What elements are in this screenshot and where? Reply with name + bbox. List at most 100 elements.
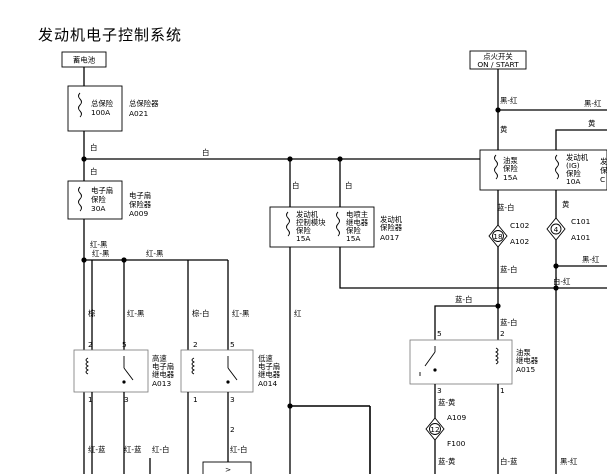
fan-fuse-block: 电子扇 保险 30A 电子扇 保险器 A009: [67, 180, 152, 220]
relay-a014: 2 5 低速 电子扇 继电器 A014 1 3: [180, 340, 281, 404]
battery-label: 蓄电池: [73, 56, 96, 65]
wire-label-blue-white-4: 蓝-白: [500, 318, 517, 327]
c102-pin: 18: [493, 232, 503, 241]
a017-box-2: 保险器: [380, 223, 403, 232]
wire-label-yellow-1: 黄: [500, 125, 507, 134]
fan-fuse-name-2: 保险: [91, 195, 106, 204]
pin-label: 2: [88, 340, 93, 349]
relay-fuse-rating: 15A: [346, 234, 360, 243]
pin-label: 2: [193, 340, 198, 349]
coil-icon: [494, 347, 499, 365]
relay-a014-code: A014: [258, 379, 277, 388]
fuse-icon: [78, 92, 82, 118]
wire-label-red-black-3: 红-黑: [146, 249, 164, 258]
wire-label-black-red-1: 黑-红: [500, 96, 518, 105]
coil-icon: [85, 357, 90, 375]
wire-label-yellow-3: 黄: [562, 200, 569, 209]
a102-label: A102: [510, 237, 529, 246]
pin-label: 1: [500, 386, 505, 395]
relay-a015: 5 2 油泵 继电器 A015 3 1: [409, 329, 539, 395]
relay-a014-name-2: 电子扇: [258, 362, 280, 371]
pin-label: 5: [230, 340, 235, 349]
relay-a015-name-1: 油泵: [516, 348, 531, 357]
wire-label-white-2: 白: [202, 148, 209, 157]
wire-label-blue-yellow-1: 蓝-黄: [438, 398, 455, 407]
ig-fuse-name-1: 发动机: [566, 153, 589, 162]
connector-a109: 12 A109 F100: [425, 413, 466, 448]
ignition-label-1: 点火开关: [483, 52, 513, 61]
fuse-icon: [78, 186, 82, 212]
a109-pin: 12: [430, 425, 439, 434]
c102-label: C102: [510, 221, 529, 230]
main-fuse-code: A021: [129, 109, 148, 118]
ig-fuse-rating: 10A: [566, 177, 580, 186]
main-fuse-rating: 100A: [91, 108, 110, 117]
pump-fuse-box: 油泵 保险 15A 发动机 (IG) 保险 10A 发 保 C: [479, 149, 607, 191]
relay-a013-name-1: 高速: [152, 354, 167, 363]
connector-c101: 4 C101 A101: [546, 217, 591, 242]
motor-connector: [202, 461, 252, 474]
wire-label-white-5: 白: [345, 181, 352, 190]
wire-label-red-black-2: 红-黑: [92, 249, 110, 258]
connector-c102: 18 C102 A102: [488, 221, 529, 248]
pump-fuse-name-2: 保险: [503, 164, 518, 173]
c101-label: C101: [571, 217, 591, 226]
wire-label-blue-white-1: 蓝-白: [497, 203, 514, 212]
a017-box-1: 发动机: [380, 215, 403, 224]
wire-label-red-blue-2: 红-蓝: [124, 445, 142, 454]
ignition-label-2: ON / START: [477, 60, 519, 69]
wire-label-black-red-4: 黑-红: [560, 457, 578, 466]
pin-label: 5: [437, 329, 442, 338]
ig-fuse-name-2: (IG): [566, 161, 580, 170]
ecu-fuse-rating: 15A: [296, 234, 310, 243]
main-fuse-block: 总保险 100A 总保险器 A021: [67, 85, 159, 132]
relay-a014-name-1: 低速: [258, 354, 273, 363]
partial-label-2: 保: [600, 166, 607, 175]
wire-label-yellow-2: 黄: [588, 119, 595, 128]
relay-a015-code: A015: [516, 365, 535, 374]
relay-a013: 2 5 高速 电子扇 继电器 A013 1 3: [73, 340, 175, 404]
pin-label: 1: [193, 395, 198, 404]
wire-label-brown-white: 棕-白: [192, 309, 209, 318]
wire-label-red-white-2: 红-白: [230, 445, 247, 454]
f100-label: F100: [447, 439, 466, 448]
relay-fuse-name-2: 继电器: [346, 218, 369, 227]
ecu-fuse-name-3: 保险: [296, 226, 311, 235]
wire-label-black-red-2: 黑-红: [584, 99, 602, 108]
a017-code: A017: [380, 233, 399, 242]
pin-label: 3: [230, 395, 235, 404]
ecu-fuse-name-2: 控制模块: [296, 218, 326, 227]
relay-fuse-name-1: 电喷主: [346, 210, 368, 219]
coil-icon: [191, 357, 196, 375]
relay-a013-name-2: 电子扇: [152, 362, 174, 371]
fan-fuse-box-2: 保险器: [129, 200, 152, 209]
pin-label: 2: [230, 425, 235, 434]
pin-label: 3: [124, 395, 129, 404]
diagram-title: 发动机电子控制系统: [38, 26, 183, 44]
pin-label: 5: [122, 340, 127, 349]
a101-label: A101: [571, 233, 590, 242]
ecu-fuse-name-1: 发动机: [296, 210, 319, 219]
wire-label-brown: 棕: [88, 309, 96, 318]
partial-label-3: C: [600, 175, 605, 184]
partial-label-1: 发: [600, 157, 607, 166]
wire-label-blue-white-3: 蓝-白: [455, 295, 472, 304]
fan-fuse-box-1: 电子扇: [129, 191, 151, 200]
main-fuse-box-label: 总保险器: [129, 99, 159, 108]
pump-fuse-name-1: 油泵: [503, 156, 518, 165]
wire-label-red-black-4: 红-黑: [127, 309, 145, 318]
relay-a014-name-3: 继电器: [258, 370, 281, 379]
pin-label: 2: [500, 329, 505, 338]
fan-fuse-code: A009: [129, 209, 148, 218]
fuse-icon: [336, 211, 340, 237]
wire-label-red-white-1: 红-白: [152, 445, 169, 454]
motor-pin: >: [225, 465, 231, 474]
wire-label-blue-white-2: 蓝-白: [500, 265, 517, 274]
wire-label-white-blue: 白-蓝: [500, 457, 518, 466]
wire-label-white-1: 白: [90, 143, 97, 152]
fuse-icon: [494, 154, 498, 180]
pin-label: 3: [437, 386, 442, 395]
relay-a015-name-2: 继电器: [516, 356, 539, 365]
pump-fuse-rating: 15A: [503, 173, 517, 182]
